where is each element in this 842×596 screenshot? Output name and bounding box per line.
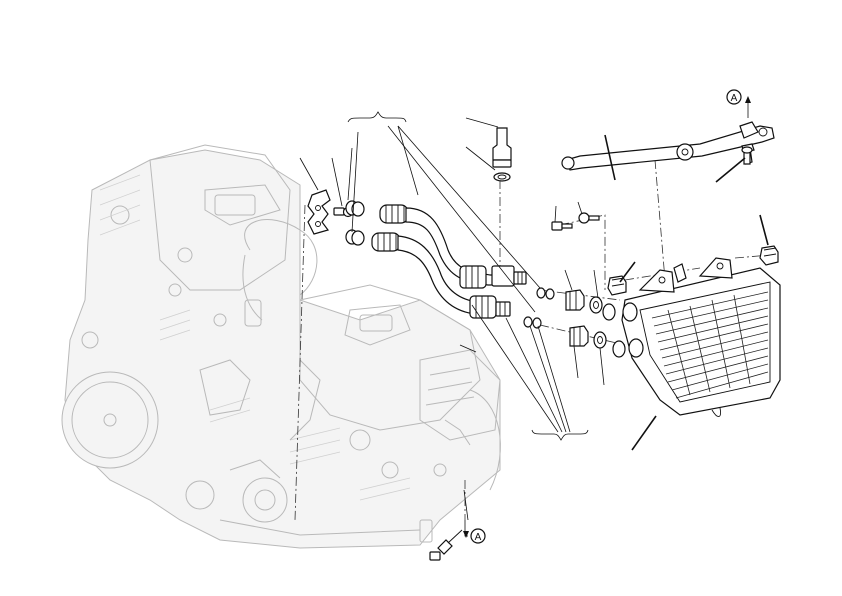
brace-bottom	[531, 429, 589, 441]
mounting-screws-left	[551, 212, 600, 231]
reference-a-bottom: A	[463, 520, 486, 544]
hose-clamp-bracket	[307, 189, 331, 235]
oil-hose-upper	[379, 204, 527, 289]
reference-a-top-label: A	[731, 93, 738, 104]
reference-a-top: A	[726, 89, 751, 118]
banjo-fittings	[565, 289, 589, 347]
reference-a-bottom-label: A	[475, 532, 482, 543]
rubber-grommets	[589, 296, 626, 358]
sensor-wire-connector	[429, 529, 463, 561]
cooler-rubber-mounts	[607, 245, 779, 296]
sealing-washers-right	[523, 287, 555, 329]
leader-lines	[299, 117, 769, 521]
oil-hose-lower	[371, 232, 511, 319]
bracket-screw	[741, 146, 753, 165]
cooler-fins	[651, 291, 769, 399]
sealing-washers-left	[345, 200, 365, 246]
oil-pressure-sensor	[492, 127, 512, 182]
oil-cooler	[621, 257, 781, 417]
engine-ghost	[61, 144, 501, 549]
brace-top	[347, 111, 407, 123]
cooler-support-bracket	[561, 121, 775, 171]
